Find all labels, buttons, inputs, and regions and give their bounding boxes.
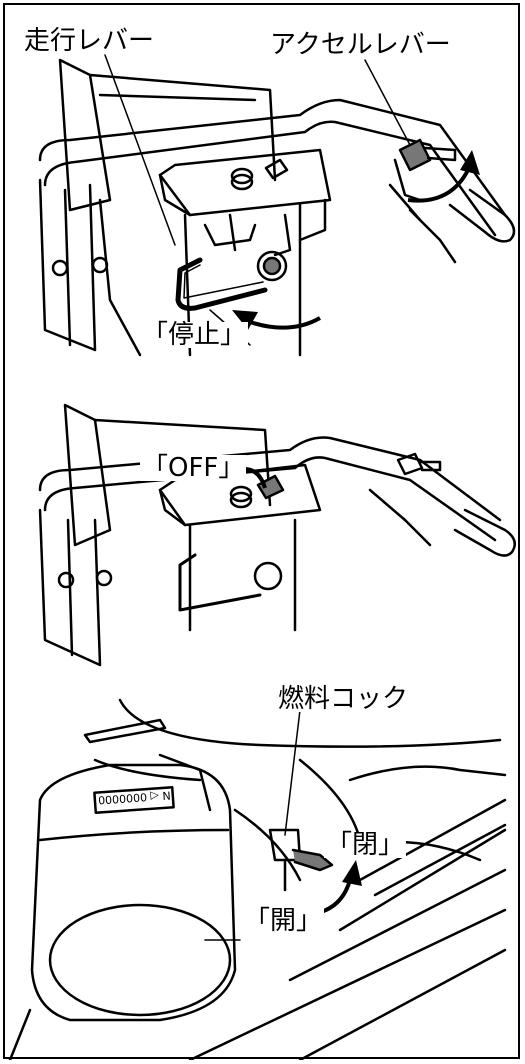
stop-label: 「停止」 (140, 320, 249, 350)
rotate-arrow-icon (407, 150, 480, 203)
figure-frame (3, 3, 520, 1059)
fuel-cock-label: 燃料コック (276, 684, 411, 714)
rotate-arrow-icon (232, 310, 321, 330)
fuel-tank-illustration (8, 698, 507, 1060)
panel-fuel-cock: N ◁ 0000000 燃料コック 「閉」 「開」 (0, 680, 525, 1060)
handlebar-illustration-1 (38, 54, 516, 357)
off-label: 「OFF」 (140, 453, 247, 483)
panel-engine-switch: 「OFF」 (0, 370, 525, 680)
panel-travel-and-accel-levers: 走行レバー アクセルレバー 「停止」 (0, 0, 525, 370)
close-label: 「閉」 (324, 830, 407, 860)
open-label: 「開」 (242, 906, 325, 936)
accel-lever-label: アクセルレバー (268, 30, 453, 60)
travel-lever-label: 走行レバー (22, 26, 157, 56)
handlebar-illustration-2 (38, 403, 517, 667)
